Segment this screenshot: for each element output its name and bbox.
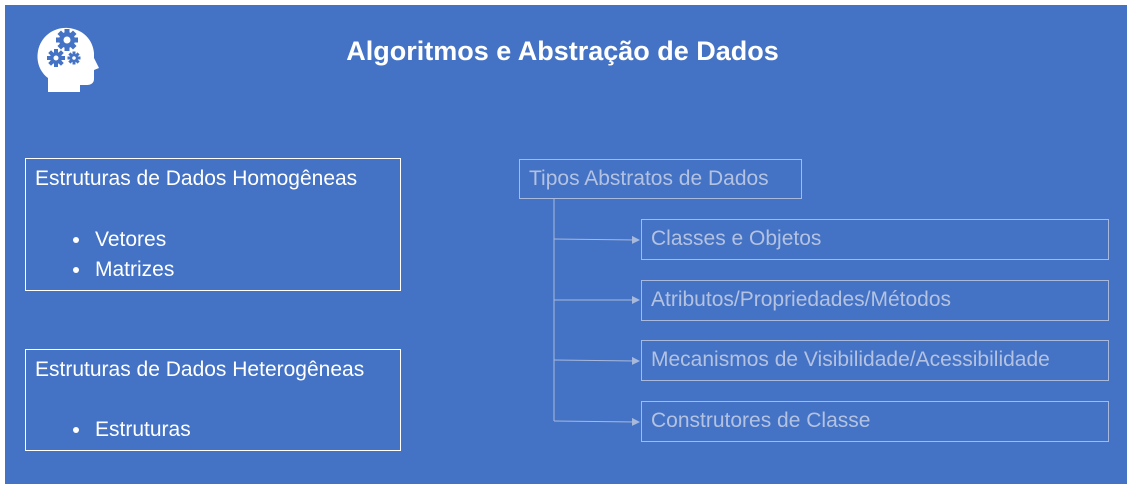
child-node-label: Mecanismos de Visibilidade/Acessibilidad… — [651, 348, 1050, 371]
heterogeneous-list: Estruturas — [71, 415, 191, 445]
child-node-attributes: Atributos/Propriedades/Métodos — [641, 280, 1109, 321]
page-title: Algoritmos e Abstração de Dados — [346, 36, 779, 66]
child-node-label: Atributos/Propriedades/Métodos — [651, 288, 951, 311]
child-node-label: Classes e Objetos — [651, 227, 822, 250]
heterogeneous-structures-title: Estruturas de Dados Heterogêneas — [35, 358, 365, 381]
child-node-constructors: Construtores de Classe — [641, 401, 1109, 442]
list-item-vetores: Vetores — [71, 225, 174, 255]
homogeneous-structures-title: Estruturas de Dados Homogêneas — [35, 167, 358, 190]
heterogeneous-structures-box: Estruturas de Dados Heterogêneas Estrutu… — [25, 349, 401, 451]
child-node-visibility: Mecanismos de Visibilidade/Acessibilidad… — [641, 340, 1109, 381]
homogeneous-structures-box: Estruturas de Dados Homogêneas Vetores M… — [25, 158, 401, 291]
abstract-types-label: Tipos Abstratos de Dados — [529, 167, 769, 190]
abstract-types-node: Tipos Abstratos de Dados — [519, 159, 802, 199]
slide-background — [5, 5, 1127, 484]
child-node-label: Construtores de Classe — [651, 409, 871, 432]
child-node-classes: Classes e Objetos — [641, 219, 1109, 260]
list-item-matrizes: Matrizes — [71, 255, 174, 285]
list-item-estruturas: Estruturas — [71, 415, 191, 445]
homogeneous-list: Vetores Matrizes — [71, 225, 174, 285]
head-gears-icon — [37, 27, 99, 92]
